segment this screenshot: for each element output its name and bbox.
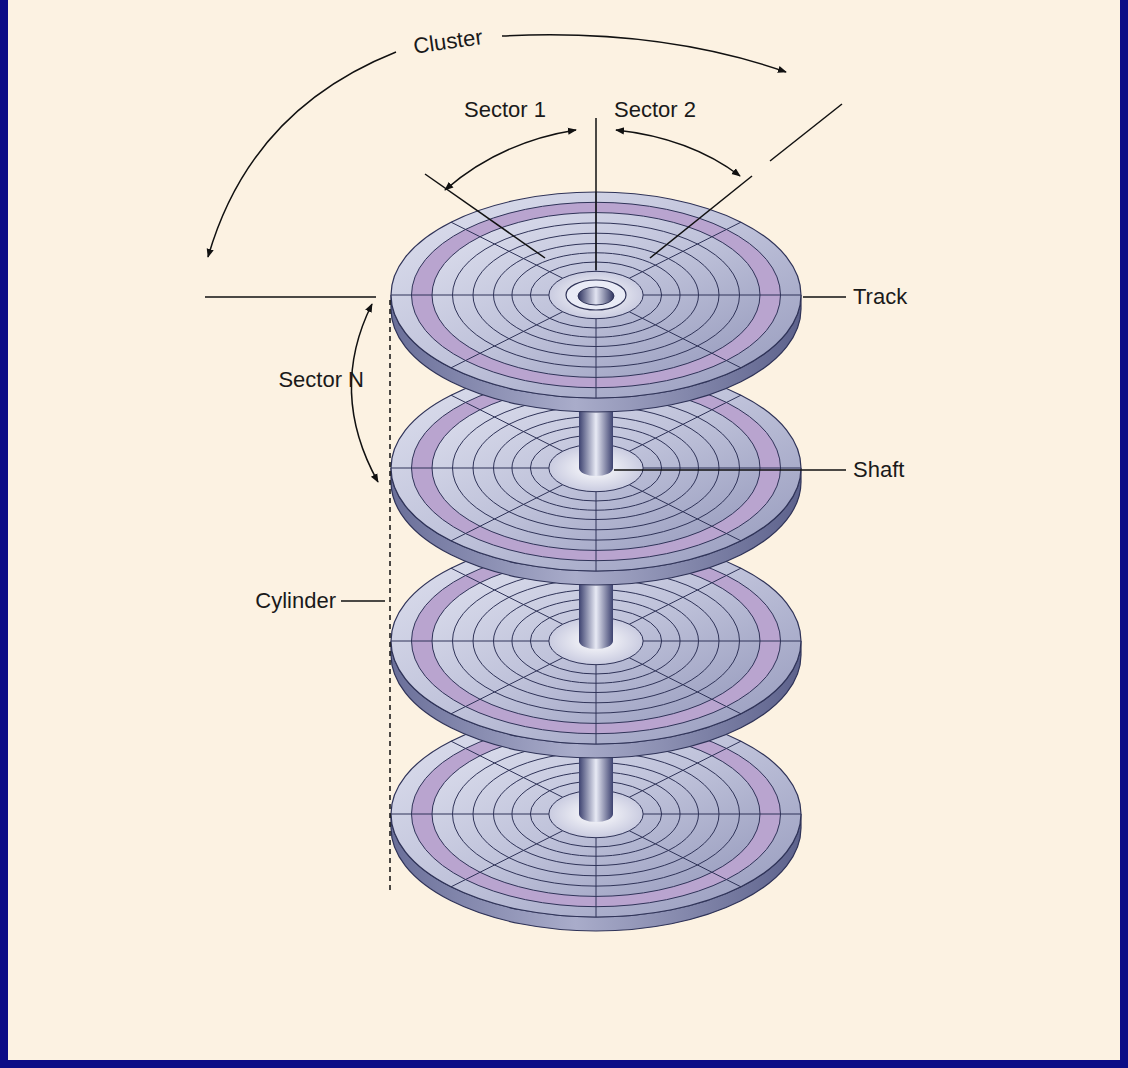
shaft-base xyxy=(579,633,613,649)
sector-line xyxy=(643,641,801,642)
sector-boundary-line xyxy=(770,104,842,161)
sector-line xyxy=(629,485,741,541)
sector-line xyxy=(596,319,597,398)
sector-line xyxy=(596,665,597,744)
part-label: Cluster xyxy=(412,25,484,59)
sector-line xyxy=(643,468,801,469)
shaft-top xyxy=(578,287,614,305)
cylinder-leader-line xyxy=(341,600,385,602)
sector-arrow xyxy=(445,130,576,190)
cluster-arrow xyxy=(208,52,396,257)
sector-arrow xyxy=(351,304,378,482)
sector-line xyxy=(451,485,563,541)
shaft-base xyxy=(579,806,613,822)
sector-line xyxy=(391,814,549,815)
sector-line xyxy=(596,492,597,571)
sector-line xyxy=(643,295,801,296)
sector-line xyxy=(451,312,563,368)
part-label: Sector 2 xyxy=(614,98,696,122)
sector-line xyxy=(629,312,741,368)
sector-boundary-line xyxy=(425,174,545,258)
sector-line xyxy=(451,658,563,714)
part-label: Shaft xyxy=(853,458,904,482)
sector-boundary-line xyxy=(650,176,752,258)
sector-line xyxy=(391,641,549,642)
sector-line xyxy=(629,658,741,714)
part-label: Sector N xyxy=(278,368,364,392)
sector-boundary-line xyxy=(205,296,376,298)
sector-line xyxy=(629,831,741,887)
sector-arrow xyxy=(616,130,740,176)
sector-line xyxy=(391,295,549,296)
cluster-arrow xyxy=(502,35,786,72)
part-label: Cylinder xyxy=(255,589,336,613)
hub-rim xyxy=(566,280,626,310)
shaft-leader-line xyxy=(614,469,846,471)
part-label: Track xyxy=(853,285,907,309)
sector-line xyxy=(451,831,563,887)
shaft-base xyxy=(579,460,613,476)
part-label: Sector 1 xyxy=(464,98,546,122)
platter-hub xyxy=(549,271,643,318)
sector-line xyxy=(391,468,549,469)
sector-boundary-line xyxy=(595,118,597,270)
sector-line xyxy=(643,814,801,815)
track-leader-line xyxy=(803,296,846,298)
cylinder-dashed-line xyxy=(389,300,391,890)
sector-line xyxy=(596,838,597,917)
